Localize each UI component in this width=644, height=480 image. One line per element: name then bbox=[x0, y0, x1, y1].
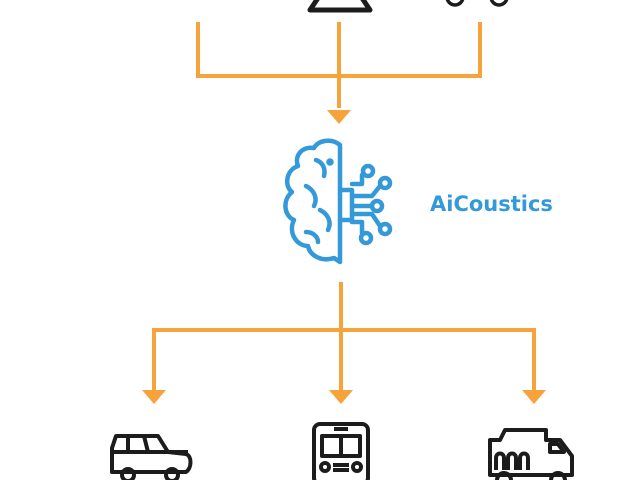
arrow-down-icon bbox=[142, 390, 166, 404]
dump-truck-icon bbox=[488, 428, 574, 480]
a-frame-stand-icon bbox=[307, 0, 373, 13]
wheels-icon bbox=[445, 0, 509, 7]
input-connector bbox=[196, 22, 482, 108]
suv-car-icon bbox=[110, 434, 193, 480]
arrow-down-icon bbox=[329, 390, 353, 404]
output-connector bbox=[152, 282, 536, 390]
arrow-down-icon bbox=[522, 390, 546, 404]
brand-label: AiCoustics bbox=[430, 192, 553, 216]
arrow-down-icon bbox=[327, 110, 351, 124]
ai-brain-circuit-icon bbox=[283, 138, 393, 265]
bus-icon bbox=[312, 422, 370, 480]
